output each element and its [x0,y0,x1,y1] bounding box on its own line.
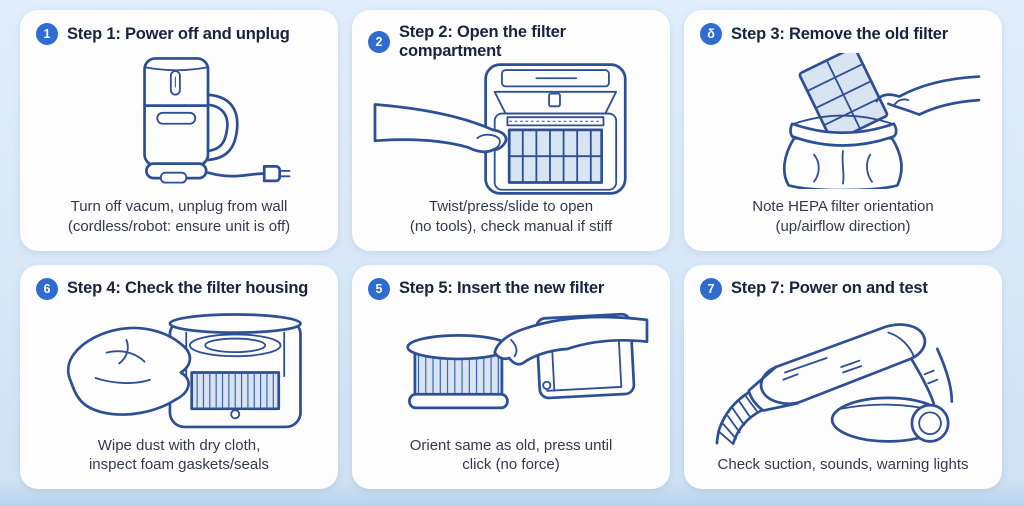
insert-new-filter-illustration [406,312,649,409]
step-illustration-box [368,300,654,436]
step-caption-line2: (no tools), check manual if stiff [409,217,613,235]
step-card-6: 7 Step 7: Power on and test Check suc [684,264,1002,490]
step-header: 7 Step 7: Power on and test [700,277,986,300]
step-caption-line2: (cordless/robot: ensure unit is off) [67,217,291,235]
step-card-2: 2 Step 2: Open the filter compartment Tw… [352,10,670,251]
step-number-badge: 2 [368,31,390,53]
open-filter-compartment-illustration [373,63,627,195]
step-caption: Twist/press/slide to open (no tools), ch… [368,197,654,241]
step-number-badge: 5 [368,277,390,300]
step-caption: Note HEPA filter orientation (up/airflow… [700,197,986,241]
step-header: 5 Step 5: Insert the new filter [368,277,654,300]
step-caption-line1: Wipe dust with dry cloth, [97,436,261,454]
step-number-badge: 1 [36,23,58,45]
step-number-badge: 7 [700,277,722,300]
vacuum-with-hose-illustration [715,323,954,446]
step-illustration-box [700,45,986,197]
step-header: 2 Step 2: Open the filter compartment [368,23,654,61]
step-caption: Check suction, sounds, warning lights [700,455,986,479]
handheld-vacuum-with-plug-illustration [143,57,291,184]
step-caption-line1: Check suction, sounds, warning lights [717,456,969,474]
step-card-1: 1 Step 1: Power off and unplug Turn o [20,10,338,251]
step-caption-line2: inspect foam gaskets/seals [88,456,270,474]
step-caption: Orient same as old, press until click (n… [368,436,654,480]
step-caption-line1: Twist/press/slide to open [428,198,594,215]
step-caption: Turn off vacum, unplug from wall (cordle… [36,197,322,241]
step-header: 6 Step 4: Check the filter housing [36,277,322,300]
step-number-badge: 6 [36,277,58,300]
step-illustration-box [700,300,986,456]
step-card-5: 5 Step 5: Insert the new filter [352,264,670,490]
step-caption-line1: Orient same as old, press until [409,436,613,454]
step-caption-line1: Turn off vacum, unplug from wall [70,198,288,215]
step-card-4: 6 Step 4: Check the filter housing Wipe … [20,264,338,490]
steps-grid: 1 Step 1: Power off and unplug Turn o [20,10,1002,490]
cloth-wiping-housing-illustration [67,312,302,428]
filter-into-bag-illustration [782,53,981,189]
step-header: 1 Step 1: Power off and unplug [36,23,322,45]
step-number-badge: δ [700,23,722,45]
step-caption-line2: (up/airflow direction) [775,217,911,235]
step-illustration-box [36,300,322,436]
step-illustration-box [36,45,322,197]
step-title: Step 1: Power off and unplug [67,24,290,43]
step-title: Step 5: Insert the new filter [399,279,605,298]
step-illustration-box [368,61,654,197]
step-caption: Wipe dust with dry cloth, inspect foam g… [36,436,322,480]
step-caption-line1: Note HEPA filter orientation [752,198,934,215]
step-header: δ Step 3: Remove the old filter [700,23,986,45]
step-title: Step 7: Power on and test [731,279,928,298]
step-caption-line2: click (no force) [462,456,560,474]
step-title: Step 2: Open the filter compartment [399,23,566,60]
step-card-3: δ Step 3: Remove the old filter Note HEP… [684,10,1002,251]
step-title: Step 3: Remove the old filter [731,24,948,43]
step-title: Step 4: Check the filter housing [67,279,309,298]
